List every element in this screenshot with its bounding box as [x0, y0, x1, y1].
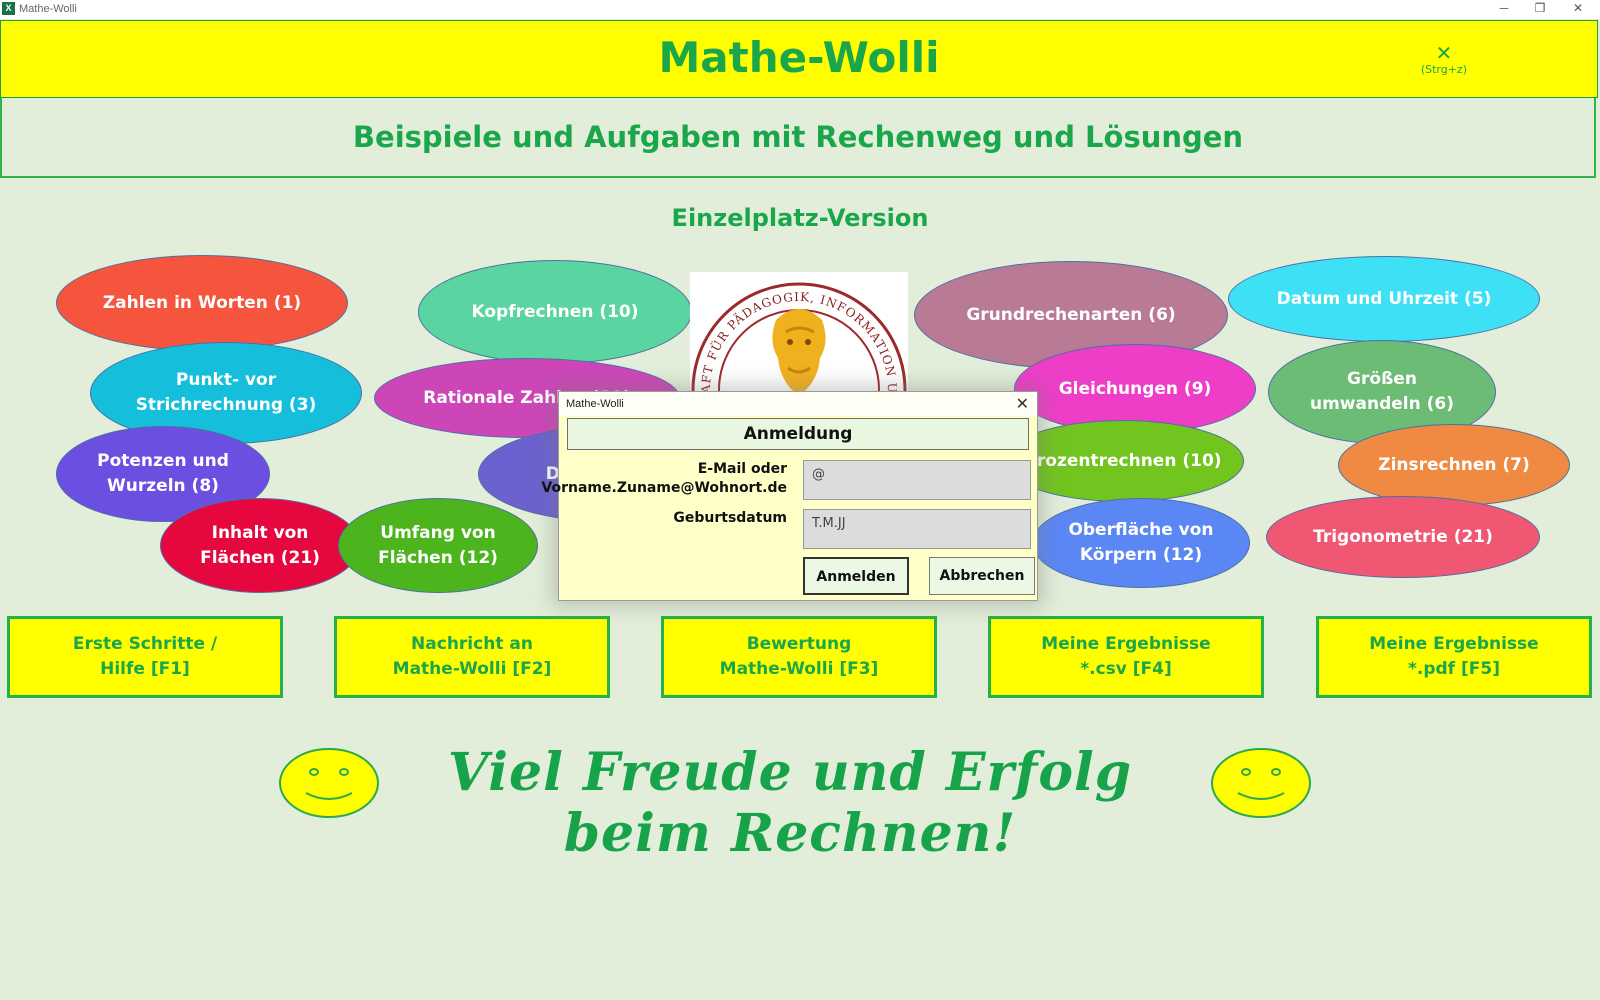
birthdate-field[interactable]: T.M.JJ	[803, 509, 1031, 549]
birthdate-label: Geburtsdatum	[673, 510, 787, 526]
topic-kopfrechnen[interactable]: Kopfrechnen (10)	[418, 260, 692, 364]
dialog-heading: Anmeldung	[567, 418, 1029, 450]
dialog-titlebar: Mathe-Wolli ✕	[559, 392, 1037, 416]
cancel-button[interactable]: Abbrechen	[929, 557, 1035, 595]
message-button[interactable]: Nachricht an Mathe-Wolli [F2]	[334, 616, 610, 698]
topic-oberflaeche-von-koerpern[interactable]: Oberfläche von Körpern (12)	[1032, 498, 1250, 588]
rating-button[interactable]: Bewertung Mathe-Wolli [F3]	[661, 616, 937, 698]
excel-app-icon: X	[2, 2, 15, 15]
minimize-button[interactable]: ─	[1499, 1, 1509, 15]
society-seal-logo: GESELLSCHAFT FÜR PÄDAGOGIK, INFORMATION …	[690, 272, 908, 412]
smiley-icon	[1211, 748, 1311, 818]
login-button[interactable]: Anmelden	[803, 557, 909, 595]
login-dialog: Mathe-Wolli ✕ Anmeldung E-Mail oder Vorn…	[541, 391, 1038, 601]
topic-trigonometrie[interactable]: Trigonometrie (21)	[1266, 496, 1540, 578]
topic-umfang-von-flaechen[interactable]: Umfang von Flächen (12)	[338, 498, 538, 593]
dialog-close-icon[interactable]: ✕	[1015, 396, 1029, 413]
window-title: Mathe-Wolli	[19, 3, 77, 15]
close-app-button[interactable]: ✕ (Strg+z)	[1421, 43, 1467, 77]
topic-zahlen-in-worten[interactable]: Zahlen in Worten (1)	[56, 255, 348, 351]
window-close-button[interactable]: ✕	[1572, 1, 1584, 15]
close-icon: ✕	[1435, 41, 1453, 65]
smiley-icon	[279, 748, 379, 818]
help-button[interactable]: Erste Schritte / Hilfe [F1]	[7, 616, 283, 698]
dialog-title: Mathe-Wolli	[566, 398, 624, 410]
restore-button[interactable]: ❐	[1534, 1, 1546, 15]
email-label: E-Mail oder Vorname.Zuname@Wohnort.de	[541, 461, 787, 496]
app-title: Mathe-Wolli	[658, 33, 940, 82]
version-label: Einzelplatz-Version	[671, 204, 929, 232]
topic-prozentrechnen[interactable]: Prozentrechnen (10)	[1002, 420, 1244, 502]
results-csv-button[interactable]: Meine Ergebnisse *.csv [F4]	[988, 616, 1264, 698]
window-titlebar: X Mathe-Wolli ─ ❐ ✕	[0, 0, 1600, 19]
seal-icon: GESELLSCHAFT FÜR PÄDAGOGIK, INFORMATION …	[690, 272, 907, 412]
header-banner: Mathe-Wolli ✕ (Strg+z)	[0, 20, 1598, 98]
topic-datum-und-uhrzeit[interactable]: Datum und Uhrzeit (5)	[1228, 256, 1540, 342]
topic-zinsrechnen[interactable]: Zinsrechnen (7)	[1338, 424, 1570, 506]
results-pdf-button[interactable]: Meine Ergebnisse *.pdf [F5]	[1316, 616, 1592, 698]
topic-inhalt-von-flaechen[interactable]: Inhalt von Flächen (21)	[160, 498, 360, 593]
close-shortcut-hint: (Strg+z)	[1420, 63, 1467, 76]
subtitle: Beispiele und Aufgaben mit Rechenweg und…	[352, 120, 1244, 154]
topic-groessen-umwandeln[interactable]: Größen umwandeln (6)	[1268, 340, 1496, 444]
email-field[interactable]: @	[803, 460, 1031, 500]
topic-gleichungen[interactable]: Gleichungen (9)	[1014, 344, 1256, 434]
subtitle-box: Beispiele und Aufgaben mit Rechenweg und…	[0, 98, 1596, 178]
slogan: Viel Freude und Erfolg beim Rechnen!	[447, 742, 1133, 864]
